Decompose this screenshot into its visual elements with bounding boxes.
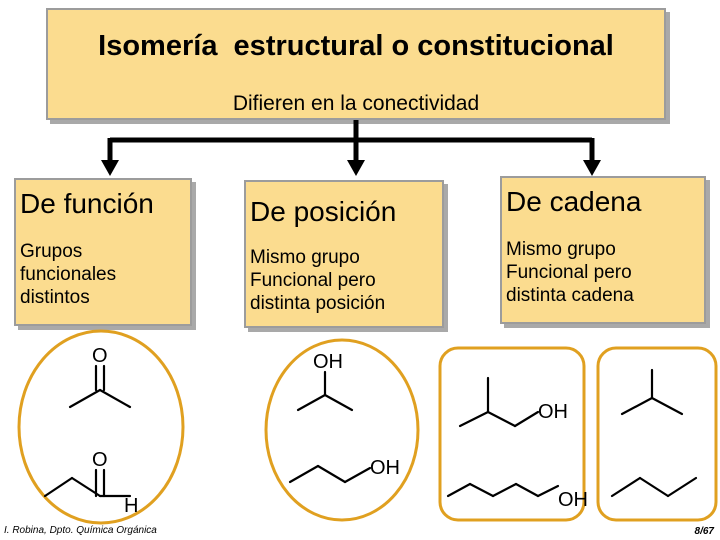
- arrowhead-left: [101, 160, 119, 176]
- category-box-cadena: De cadena Mismo grupo Funcional pero dis…: [500, 176, 706, 324]
- frame-cadena-2: [596, 346, 718, 522]
- category-title-funcion: De función: [20, 188, 154, 219]
- category-box-funcion: De función Grupos funcionales distintos: [14, 178, 192, 326]
- molecule-2-propanol: [296, 370, 354, 412]
- category-desc-funcion: Grupos funcionales distintos: [20, 241, 117, 308]
- circle-posicion: [264, 338, 420, 522]
- atom-o-propanal: O: [92, 449, 108, 471]
- category-title-cadena: De cadena: [506, 186, 642, 217]
- atom-o-acetone: O: [92, 345, 108, 367]
- arrowhead-right: [583, 160, 601, 176]
- footer-author: I. Robina, Dpto. Química Orgánica: [4, 525, 157, 536]
- category-title-posicion: De posición: [250, 196, 397, 227]
- page-number: 8/67: [694, 526, 714, 537]
- molecule-butane: [610, 476, 698, 498]
- molecule-pentanol: [446, 482, 560, 498]
- circle-funcion: [17, 329, 185, 525]
- molecule-1-propanol: [288, 464, 372, 484]
- atom-oh-2-propanol: OH: [313, 351, 343, 373]
- slide-subtitle: Difieren en la conectividad: [232, 92, 480, 115]
- category-desc-cadena: Mismo grupo Funcional pero distinta cade…: [506, 239, 634, 306]
- molecule-isobutane: [620, 368, 684, 416]
- atom-oh-pentanol: OH: [558, 489, 588, 511]
- slide-title: Isomería estructural o constitucional: [98, 30, 614, 62]
- title-box: Isomería estructural o constitucional Di…: [46, 8, 666, 120]
- frame-cadena-1: [438, 346, 586, 522]
- molecule-acetone: [68, 364, 132, 409]
- atom-h-propanal: H: [124, 495, 138, 517]
- molecule-isobutanol: [458, 376, 540, 428]
- molecule-propanal: [43, 468, 132, 498]
- category-box-posicion: De posición Mismo grupo Funcional pero d…: [244, 180, 444, 328]
- atom-oh-isobutanol: OH: [538, 401, 568, 423]
- atom-oh-1-propanol: OH: [370, 457, 400, 479]
- arrowhead-center: [347, 160, 365, 176]
- category-desc-posicion: Mismo grupo Funcional pero distinta posi…: [250, 247, 386, 314]
